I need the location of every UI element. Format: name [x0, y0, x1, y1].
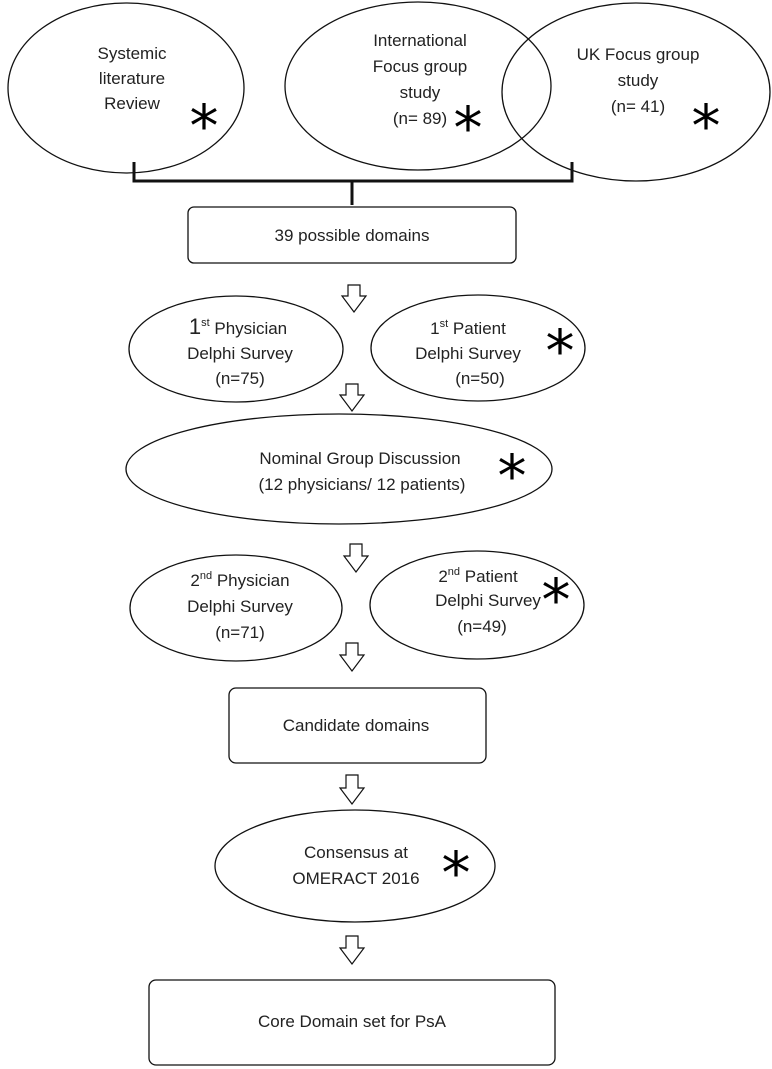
down-arrow-4 — [338, 642, 366, 672]
uk-focus-asterisk: * — [692, 92, 721, 160]
uk-focus-line-2: study — [618, 71, 659, 90]
nominal-group-line-1: Nominal Group Discussion — [259, 449, 460, 468]
systemic-review-line-3: Review — [104, 94, 160, 113]
intl-focus-line-2: Focus group — [373, 57, 468, 76]
patient-delphi-2-line-3: (n=49) — [457, 617, 507, 636]
nominal-group-line-2: (12 physicians/ 12 patients) — [259, 475, 466, 494]
intl-focus-line-4: (n= 89) — [393, 109, 447, 128]
patient-delphi-2-ellipse — [369, 550, 585, 660]
core-set-label: Core Domain set for PsA — [258, 1012, 447, 1031]
patient-delphi-2-asterisk: * — [542, 566, 571, 634]
patient-delphi-2-role: Patient — [460, 567, 518, 586]
physician-delphi-1-title: 1st Physician — [189, 314, 287, 339]
physician-delphi-1-role: Physician — [210, 319, 287, 338]
consensus-ellipse — [214, 809, 496, 923]
physician-delphi-2-title: 2nd Physician — [190, 570, 289, 590]
patient-delphi-1-ellipse — [370, 294, 586, 402]
possible-domains-box — [187, 206, 517, 264]
patient-delphi-2-title: 2nd Patient — [438, 566, 518, 586]
core-set-box — [148, 979, 556, 1066]
systemic-review-asterisk: * — [190, 92, 219, 160]
intl-focus-line-3: study — [400, 83, 441, 102]
down-arrow-6 — [338, 935, 366, 965]
systemic-review-line-2: literature — [99, 69, 165, 88]
consensus-line-1: Consensus at — [304, 843, 408, 862]
nominal-group-asterisk: * — [498, 442, 527, 510]
physician-delphi-2-line-3: (n=71) — [215, 623, 265, 642]
possible-domains-label: 39 possible domains — [275, 226, 430, 245]
down-arrow-1 — [340, 284, 368, 313]
physician-delphi-1-ordinal: 1 — [189, 314, 201, 339]
uk-focus-ellipse — [501, 2, 771, 182]
physician-delphi-2-ordinal: 2 — [190, 571, 199, 590]
patient-delphi-1-title: 1st Patient — [430, 318, 506, 338]
physician-delphi-2-suffix: nd — [200, 570, 212, 582]
down-arrow-5 — [338, 774, 366, 805]
physician-delphi-1-line-3: (n=75) — [215, 369, 265, 388]
uk-focus-line-3: (n= 41) — [611, 97, 665, 116]
patient-delphi-2-line-2: Delphi Survey — [435, 591, 541, 610]
systemic-review-ellipse — [7, 2, 245, 174]
merge-bracket — [132, 162, 574, 205]
down-arrow-3 — [342, 543, 370, 573]
physician-delphi-1-line-2: Delphi Survey — [187, 344, 293, 363]
patient-delphi-1-role: Patient — [448, 319, 506, 338]
patient-delphi-1-line-3: (n=50) — [455, 369, 505, 388]
candidate-domains-label: Candidate domains — [283, 716, 429, 735]
down-arrow-2 — [338, 383, 366, 412]
physician-delphi-1-ellipse — [128, 295, 344, 403]
candidate-domains-box — [228, 687, 487, 764]
intl-focus-ellipse — [284, 1, 552, 171]
patient-delphi-1-line-2: Delphi Survey — [415, 344, 521, 363]
physician-delphi-2-line-2: Delphi Survey — [187, 597, 293, 616]
patient-delphi-1-asterisk: * — [546, 317, 575, 385]
nominal-group-ellipse — [125, 413, 553, 525]
patient-delphi-1-suffix: st — [440, 318, 449, 330]
consensus-line-2: OMERACT 2016 — [292, 869, 419, 888]
physician-delphi-2-role: Physician — [212, 571, 289, 590]
patient-delphi-2-ordinal: 2 — [438, 567, 447, 586]
uk-focus-line-1: UK Focus group — [577, 45, 700, 64]
systemic-review-line-1: Systemic — [98, 44, 167, 63]
patient-delphi-2-suffix: nd — [448, 566, 460, 578]
patient-delphi-1-ordinal: 1 — [430, 319, 439, 338]
intl-focus-line-1: International — [373, 31, 467, 50]
physician-delphi-2-ellipse — [129, 554, 343, 662]
consensus-asterisk: * — [442, 839, 471, 907]
physician-delphi-1-suffix: st — [201, 317, 210, 329]
intl-focus-asterisk: * — [454, 94, 483, 162]
